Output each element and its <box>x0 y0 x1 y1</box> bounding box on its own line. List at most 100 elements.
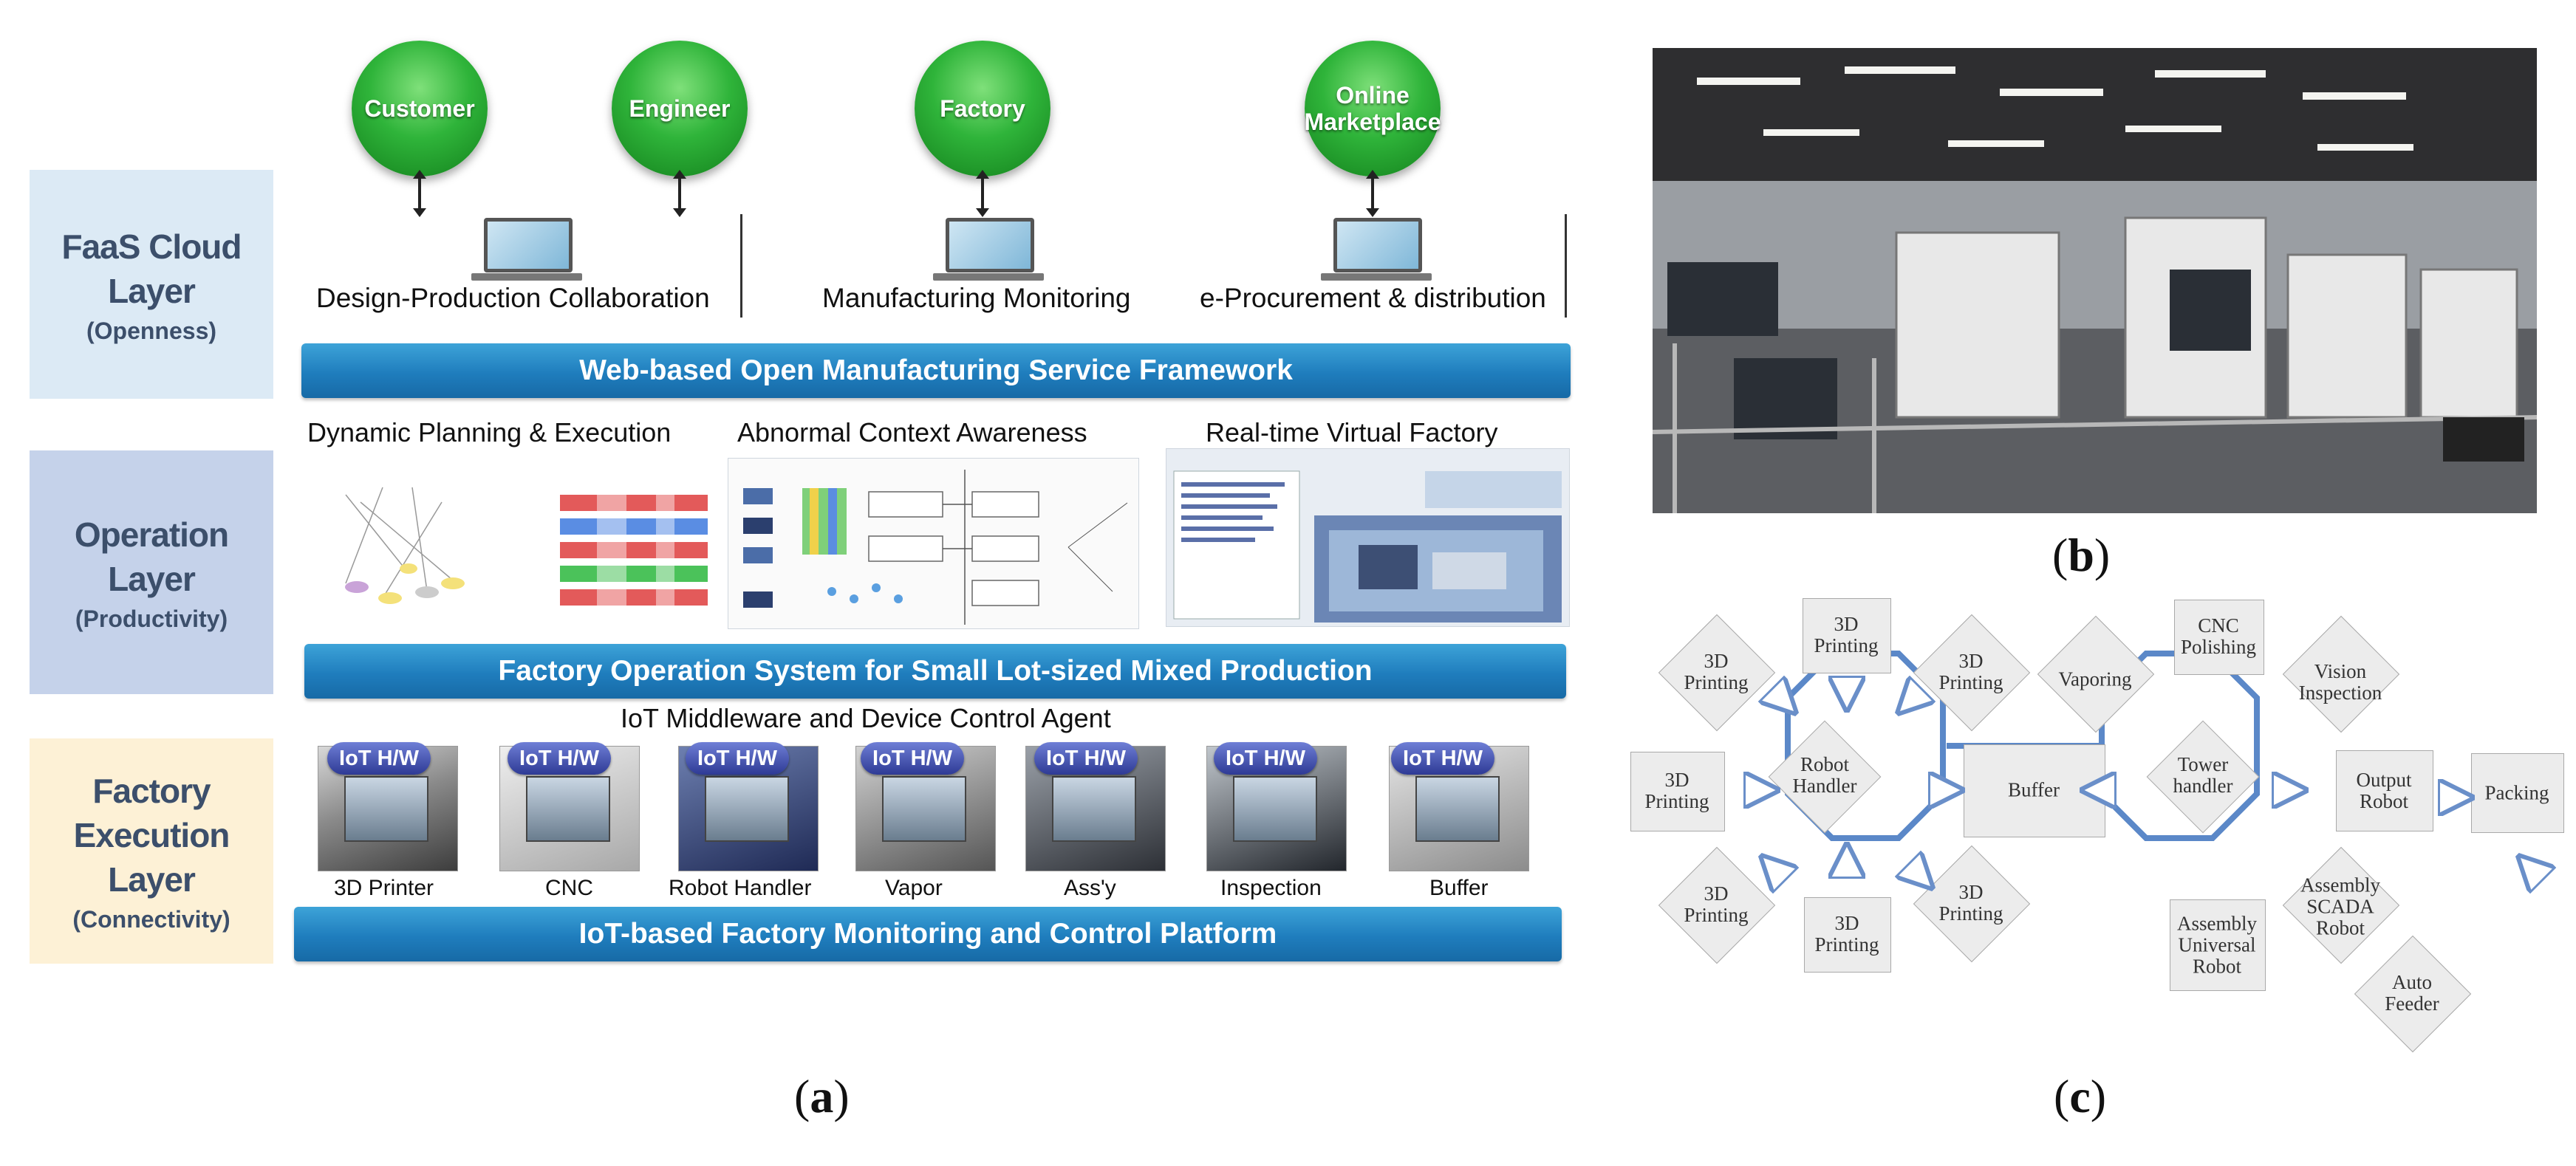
abnormal-flow-graphic <box>743 470 1128 625</box>
printing-label-line: 3D <box>1704 882 1729 905</box>
arrow-icon <box>1910 690 1921 702</box>
iot-hw-badge: IoT H/W <box>686 742 789 775</box>
virtual-factory-figure <box>1166 448 1570 627</box>
actor-engineer: Engineer <box>612 41 748 176</box>
vision-inspection-label: Vision Inspection <box>2298 660 2382 704</box>
caption-letter: a <box>810 1070 834 1122</box>
service-e-procurement: e-Procurement & distribution <box>1200 283 1546 313</box>
bidirectional-arrow-icon <box>673 170 686 217</box>
buffer-label: Buffer <box>2008 778 2060 801</box>
factory-photo <box>1653 48 2537 513</box>
planning-figure <box>316 458 715 620</box>
vaporing-label: Vaporing <box>2058 668 2132 690</box>
caption-c: (c) <box>2054 1070 2107 1122</box>
printing-node-bottom <box>1804 897 1891 973</box>
module-title-abnormal: Abnormal Context Awareness <box>737 417 1087 447</box>
printing-label-line: 3D <box>1664 769 1690 791</box>
caption-a: (a) <box>794 1070 850 1122</box>
layer-subtitle: (Connectivity) <box>72 906 230 933</box>
device-label-buffer: Buffer <box>1429 876 1489 900</box>
service-design-production: Design-Production Collaboration <box>316 283 710 313</box>
module-title-virtual-factory: Real-time Virtual Factory <box>1206 417 1498 447</box>
printing-label-line: 3D <box>1958 881 1984 903</box>
layer-label-cloud: FaaS Cloud Layer (Openness) <box>30 170 273 399</box>
virtual-factory-graphic <box>1166 449 1569 626</box>
laptop-icon <box>1321 218 1432 281</box>
tower-handler-label: Tower handler <box>2173 753 2233 797</box>
iot-hw-badge: IoT H/W <box>1034 742 1138 775</box>
operation-banner: Factory Operation System for Small Lot-s… <box>304 644 1566 699</box>
packing-label: Packing <box>2484 781 2549 804</box>
iot-hw-badge: IoT H/W <box>327 742 431 775</box>
factory-photo-graphic <box>1653 48 2537 513</box>
robot-handler-label: Robot Handler <box>1792 753 1857 797</box>
device-label-robot-handler: Robot Handler <box>669 876 812 900</box>
planning-chart-graphic <box>345 487 708 606</box>
printing-node-top <box>1803 598 1891 673</box>
caption-b: (b) <box>2052 529 2111 581</box>
printing-label-line: Printing <box>1938 902 2003 925</box>
laptop-icon <box>471 218 582 281</box>
layer-bg-operation <box>30 450 273 694</box>
arrow-icon <box>2530 868 2541 879</box>
cloud-banner: Web-based Open Manufacturing Service Fra… <box>301 343 1571 398</box>
device-label-3d-printer: 3D Printer <box>334 876 434 900</box>
actor-factory: Factory <box>915 41 1050 176</box>
printing-label-line: 3D <box>1704 650 1729 672</box>
device-label-cnc: CNC <box>545 876 593 900</box>
assembly-universal-robot-label: Assembly Universal Robot <box>2177 912 2257 978</box>
printing-label-line: 3D <box>1958 650 1984 672</box>
actor-customer: Customer <box>352 41 488 176</box>
assembly-scada-robot-label: Assembly SCADA Robot <box>2300 874 2380 939</box>
abnormal-figure <box>728 458 1139 629</box>
packing-node <box>2471 753 2564 833</box>
layer-label-operation: Operation Layer (Productivity) <box>30 450 273 694</box>
layer-label-execution: Factory Execution Layer (Connectivity) <box>30 738 273 964</box>
caption-letter: b <box>2068 529 2094 581</box>
actor-online-marketplace: Online Marketplace <box>1305 41 1441 176</box>
cnc-polishing-node <box>2174 600 2264 675</box>
divider <box>740 214 742 318</box>
arrow-icon <box>1773 868 1784 879</box>
laptop-icon <box>933 218 1044 281</box>
assembly-universal-robot-node <box>2170 899 2266 991</box>
output-robot-label: Output Robot <box>2356 769 2412 812</box>
layer-subtitle: (Openness) <box>86 317 217 344</box>
printing-node-left <box>1630 752 1725 831</box>
layer-title-line: Factory <box>92 772 211 810</box>
module-title-planning: Dynamic Planning & Execution <box>307 417 672 447</box>
layer-title-line: Layer <box>108 559 196 598</box>
arrow-icon <box>1910 865 1921 877</box>
printing-label-line: 3D <box>1834 912 1859 934</box>
layer-title-line: Layer <box>108 860 196 899</box>
layer-title-line: Execution <box>73 816 230 854</box>
printing-label-line: Printing <box>1684 904 1749 926</box>
iot-hw-badge: IoT H/W <box>1214 742 1317 775</box>
output-robot-node <box>2336 750 2433 831</box>
printing-label-line: Printing <box>1684 671 1749 693</box>
layer-bg-cloud <box>30 170 273 399</box>
cnc-polishing-label: CNC Polishing <box>2180 614 2257 658</box>
layer-title-line: FaaS Cloud <box>61 227 242 266</box>
layer-subtitle: (Productivity) <box>75 605 228 632</box>
device-label-assembly: Ass'y <box>1064 876 1116 900</box>
printing-label-line: Printing <box>1814 634 1879 656</box>
layer-title-line: Operation <box>74 515 229 554</box>
auto-feeder-label: Auto Feeder <box>2385 971 2439 1015</box>
iot-hw-badge: IoT H/W <box>1391 742 1494 775</box>
bidirectional-arrow-icon <box>1366 170 1379 217</box>
caption-letter: c <box>2069 1070 2091 1122</box>
layer-title-line: Layer <box>108 271 196 310</box>
printing-label-line: Printing <box>1644 790 1709 812</box>
divider <box>1565 214 1567 318</box>
flow-arrows <box>1743 591 2576 1049</box>
iot-hw-badge: IoT H/W <box>861 742 964 775</box>
printing-label-line: Printing <box>1814 933 1879 956</box>
